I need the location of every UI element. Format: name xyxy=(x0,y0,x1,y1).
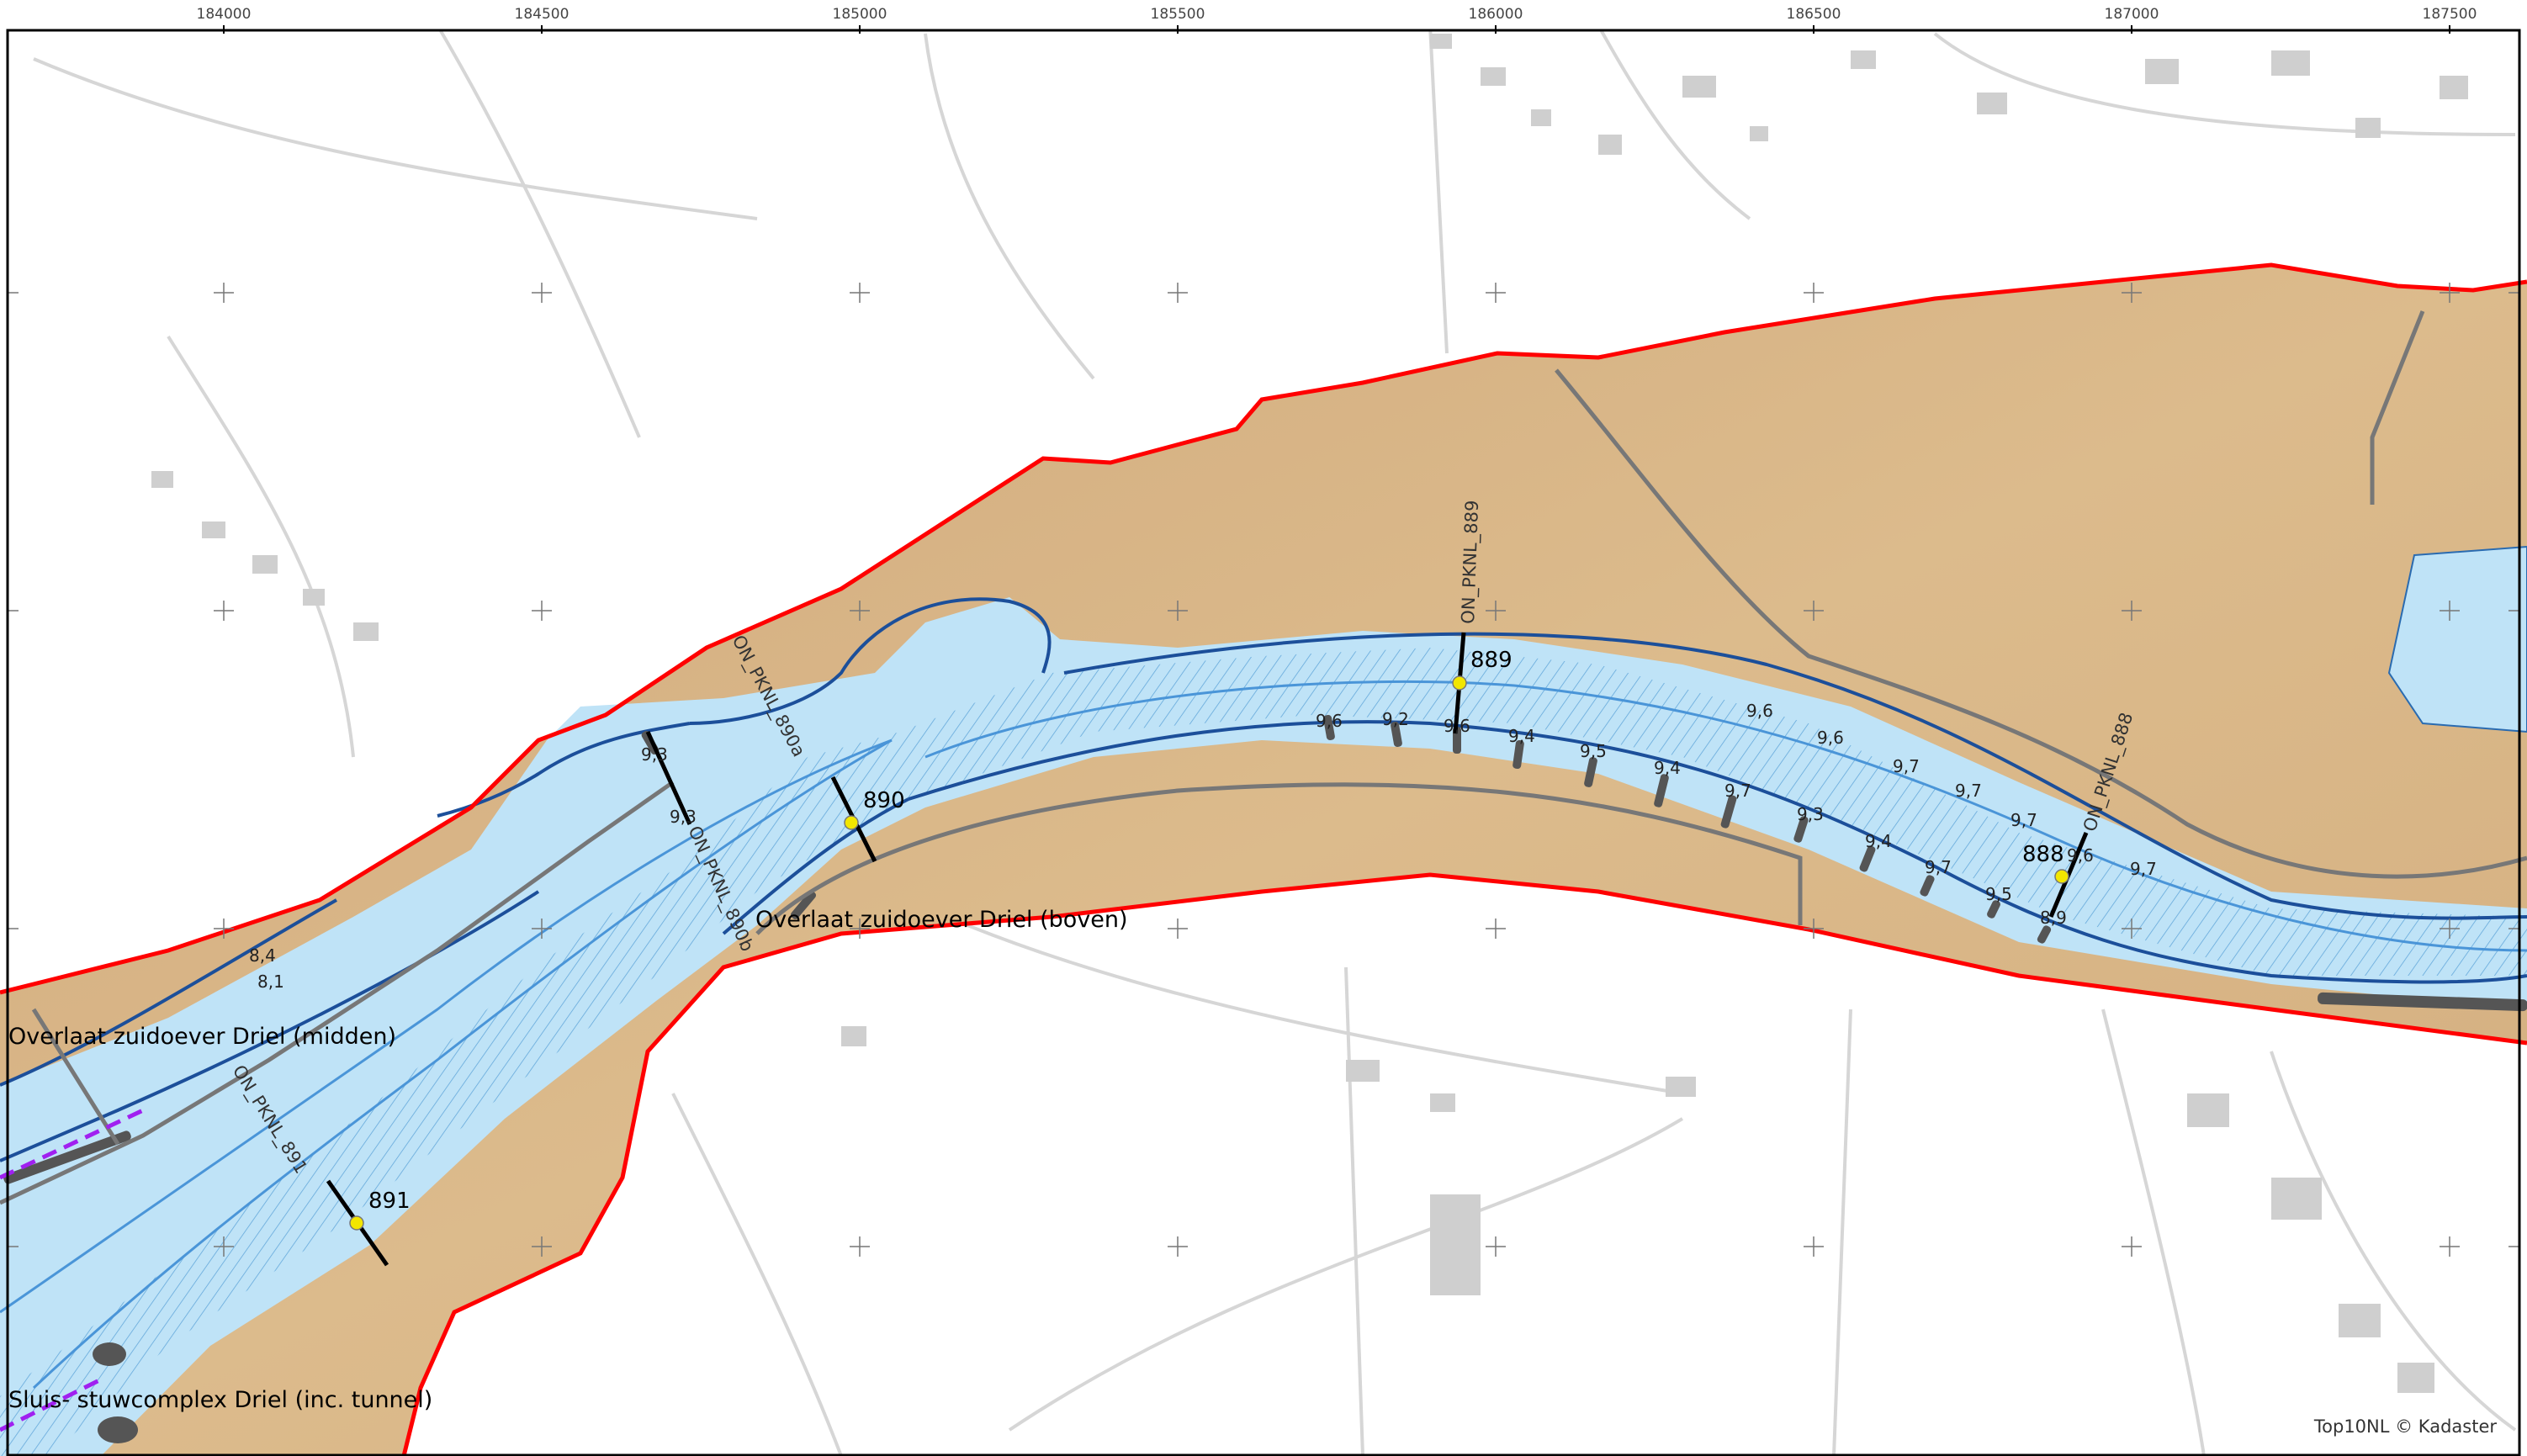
groyne-label: 9,7 xyxy=(2010,810,2037,830)
groyne-label: 9,7 xyxy=(1925,857,1952,877)
grid-cross xyxy=(2440,1236,2460,1257)
grid-cross xyxy=(1804,919,1824,939)
grid-cross xyxy=(1804,1236,1824,1257)
axis-tick-label: 184500 xyxy=(515,6,570,23)
groyne-label: 9,7 xyxy=(1893,756,1920,776)
grid-cross xyxy=(850,283,870,303)
lock-complex xyxy=(0,1108,145,1443)
km-label-888: 888 xyxy=(2022,842,2064,867)
axis-tick-label: 184000 xyxy=(197,6,252,23)
groyne-label: 9,3 xyxy=(1797,804,1824,824)
axis-ticks: 184000 184500 185000 185500 186000 186500 1870… xyxy=(197,6,2477,34)
km-marker-888 xyxy=(2054,869,2069,884)
grid-cross xyxy=(1168,919,1188,939)
groyne-label: 9,7 xyxy=(1955,781,1982,801)
map-credit: Top10NL © Kadaster xyxy=(2313,1416,2497,1437)
axis-tick-label: 187000 xyxy=(2105,6,2159,23)
lake-east xyxy=(2387,545,2527,733)
groyne-labels: 9,6 9,2 9,6 9,4 9,5 9,4 9,7 9,3 9,4 9,7 … xyxy=(249,701,2157,992)
groyne-label: 9,6 xyxy=(2067,845,2094,866)
grid-cross xyxy=(1486,1236,1506,1257)
groyne-label: 9,7 xyxy=(1724,781,1751,801)
grid-cross xyxy=(214,919,234,939)
dike-boundary-north xyxy=(0,262,2527,995)
km-label-890: 890 xyxy=(863,788,905,813)
groyne-label: 8,1 xyxy=(257,972,284,992)
grid-cross xyxy=(1168,283,1188,303)
grid-cross xyxy=(532,601,552,621)
groyne-label: 9,4 xyxy=(1508,726,1535,746)
grid-cross xyxy=(214,1236,234,1257)
grid-cross xyxy=(2440,919,2460,939)
grid-cross xyxy=(2122,919,2142,939)
groyne-label: 9,4 xyxy=(1865,831,1892,851)
grid-cross xyxy=(2440,601,2460,621)
dike-boundary-south xyxy=(401,872,2527,1456)
groyne-label: 9,3 xyxy=(641,744,668,765)
topo-buildings xyxy=(151,34,2468,1393)
km-marker-890 xyxy=(844,815,859,830)
groyne-label: 9,6 xyxy=(1316,711,1343,731)
grid-cross xyxy=(532,283,552,303)
groyne-label: 9,6 xyxy=(1746,701,1773,721)
km-label-891: 891 xyxy=(368,1189,411,1214)
grid-cross xyxy=(2122,283,2142,303)
groyne-label: 8,4 xyxy=(249,945,276,966)
axis-tick-label: 187500 xyxy=(2423,6,2477,23)
river-channel-hatched xyxy=(0,648,2527,1456)
groyne-label: 9,4 xyxy=(1654,758,1681,778)
km-markers xyxy=(349,675,2069,1231)
groyne-label: 9,6 xyxy=(1444,716,1470,736)
axis-bar xyxy=(0,0,2527,30)
grid-cross xyxy=(214,601,234,621)
grid-cross xyxy=(2122,601,2142,621)
grid-cross xyxy=(1804,601,1824,621)
groyne-label: 8,9 xyxy=(2040,908,2067,928)
channel-boundaries xyxy=(0,597,2527,1162)
grid-cross xyxy=(850,601,870,621)
structure-label-boven: Overlaat zuidoever Driel (boven) xyxy=(755,907,1128,933)
grid-cross xyxy=(1486,601,1506,621)
map-border xyxy=(6,29,2521,1456)
groyne-label: 9,5 xyxy=(1580,741,1607,761)
structure-label-sluis: Sluis- stuwcomplex Driel (inc. tunnel) xyxy=(8,1387,432,1413)
grid-cross xyxy=(850,919,870,939)
grid-cross xyxy=(532,1236,552,1257)
floodplain-area xyxy=(0,265,2527,1456)
grid-cross xyxy=(214,283,234,303)
grid-cross xyxy=(1168,601,1188,621)
grid-cross xyxy=(1168,1236,1188,1257)
groyne-label: 9,2 xyxy=(1382,709,1409,729)
groyne-label: 9,7 xyxy=(2130,859,2157,879)
grid-crosses xyxy=(8,283,2519,1257)
km-label-889: 889 xyxy=(1470,648,1512,673)
structure-label-midden: Overlaat zuidoever Driel (midden) xyxy=(8,1024,396,1050)
axis-tick-label: 186000 xyxy=(1469,6,1523,23)
grid-cross xyxy=(1486,919,1506,939)
grid-cross xyxy=(2122,1236,2142,1257)
km-marker-889 xyxy=(1452,675,1467,691)
groyne-structures xyxy=(3,714,2527,1184)
grid-cross xyxy=(1804,283,1824,303)
grid-cross xyxy=(1486,283,1506,303)
grid-cross xyxy=(532,919,552,939)
axis-tick-label: 186500 xyxy=(1787,6,1841,23)
grid-cross xyxy=(2440,283,2460,303)
grid-cross xyxy=(850,1236,870,1257)
axis-tick-label: 185500 xyxy=(1151,6,1205,23)
topo-roads xyxy=(33,24,2517,1456)
profile-line-890b xyxy=(645,730,692,826)
groyne-label: 9,6 xyxy=(1817,728,1844,748)
groyne-label: 9,5 xyxy=(1985,884,2012,904)
channel-centerline xyxy=(0,680,2527,1390)
groyne-label: 9,3 xyxy=(670,807,697,827)
axis-tick-label: 185000 xyxy=(833,6,887,23)
km-marker-891 xyxy=(349,1215,364,1231)
